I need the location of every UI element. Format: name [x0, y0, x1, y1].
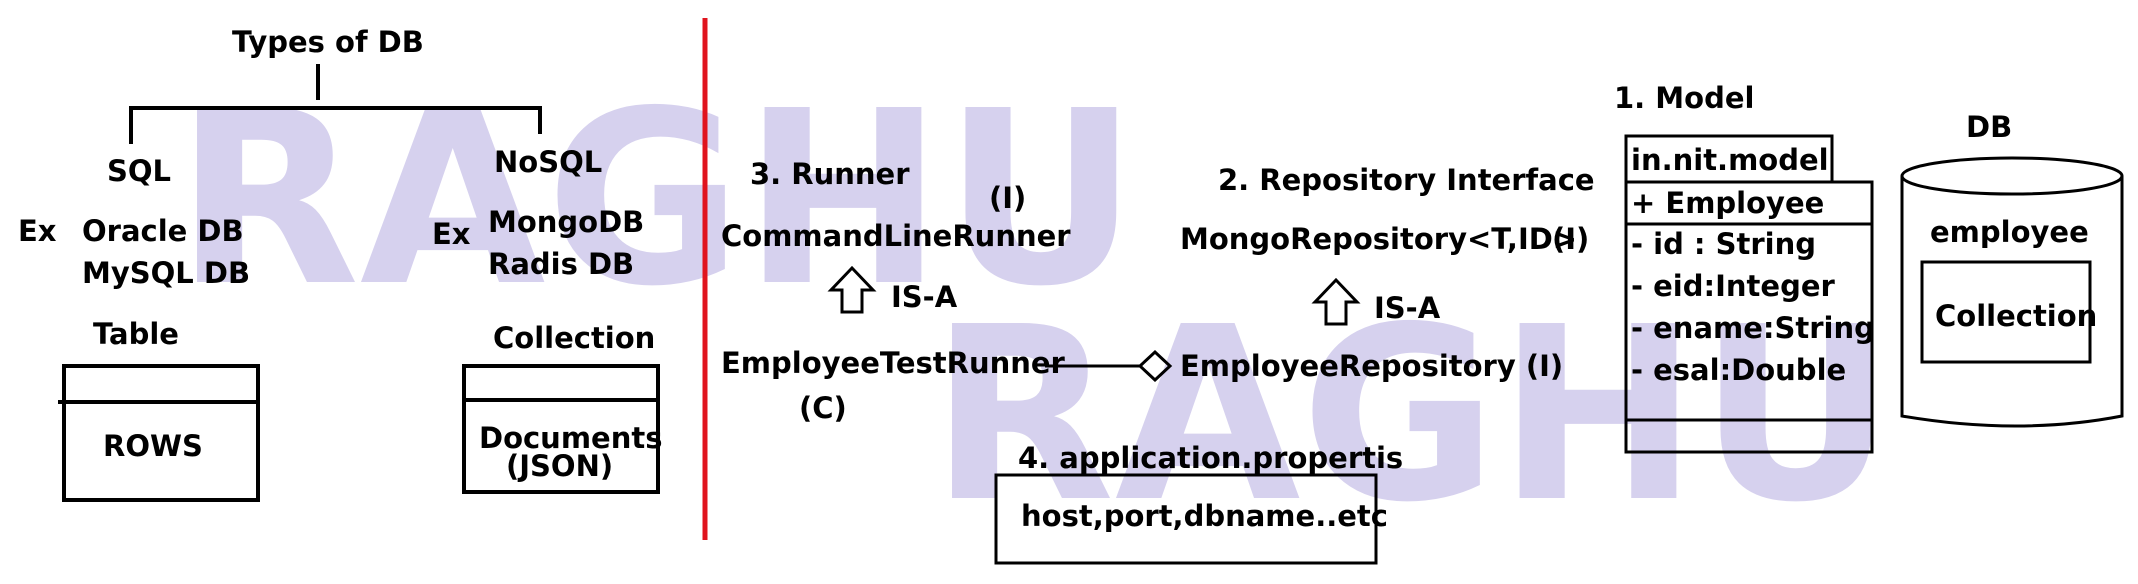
repository-is-a-label: IS-A — [1374, 291, 1441, 325]
db-heading: DB — [1966, 110, 2012, 144]
repository-heading: 2. Repository Interface — [1218, 163, 1595, 197]
nosql-storage-label: Collection — [493, 321, 655, 355]
runner-is-a-arrow-icon — [827, 265, 877, 314]
db-cylinder-top — [1900, 156, 2124, 196]
aggregation-diamond-icon — [1137, 349, 1173, 383]
model-heading: 1. Model — [1614, 81, 1754, 115]
field-id: - id : String — [1631, 227, 1816, 261]
mongo-repository-label: MongoRepository<T,ID> — [1180, 222, 1577, 256]
json-label: (JSON) — [506, 449, 613, 483]
runner-class-marker: (C) — [799, 391, 847, 425]
nosql-ex-label: Ex — [432, 217, 471, 251]
field-eid: - eid:Integer — [1631, 269, 1835, 303]
runner-heading: 3. Runner — [750, 157, 910, 191]
nosql-label: NoSQL — [494, 145, 602, 179]
field-ename: - ename:String — [1631, 311, 1875, 345]
db-cylinder-body — [1900, 176, 2124, 428]
field-esal: - esal:Double — [1631, 353, 1846, 387]
properties-content: host,port,dbname..etc — [1021, 499, 1388, 533]
employee-class-name: + Employee — [1631, 186, 1824, 220]
documents-label: Documents — [479, 421, 663, 455]
runner-interface-marker: (I) — [989, 181, 1026, 215]
employee-repository-label: EmployeeRepository (I) — [1180, 349, 1563, 383]
properties-heading: 4. application.propertis — [1018, 441, 1403, 475]
properties-box — [994, 473, 1378, 565]
table-rows-label: ROWS — [103, 429, 203, 463]
sql-example-1: Oracle DB — [82, 214, 244, 248]
sql-ex-label: Ex — [18, 214, 57, 248]
watermark-left: RAGHU — [175, 59, 1138, 339]
nosql-example-1: MongoDB — [488, 205, 644, 239]
watermark-right: RAGHU — [930, 275, 1893, 555]
table-box — [62, 364, 260, 502]
sql-example-2: MySQL DB — [82, 256, 250, 290]
sql-label: SQL — [107, 154, 171, 188]
db-collection-label: Collection — [1935, 299, 2097, 333]
repository-interface-marker: (I) — [1552, 222, 1589, 256]
command-line-runner-label: CommandLineRunner — [721, 219, 1071, 253]
db-collection-box — [1920, 260, 2092, 364]
runner-is-a-label: IS-A — [891, 280, 958, 314]
sql-storage-label: Table — [93, 317, 179, 351]
repository-is-a-arrow-icon — [1311, 277, 1361, 326]
package-name: in.nit.model — [1631, 143, 1829, 177]
db-collection-name: employee — [1930, 215, 2089, 249]
nosql-example-2: Radis DB — [488, 247, 634, 281]
types-of-db-title: Types of DB — [232, 25, 424, 59]
employee-test-runner-label: EmployeeTestRunner — [721, 346, 1066, 380]
employee-class-box — [1624, 180, 1874, 454]
collection-box — [462, 364, 660, 494]
